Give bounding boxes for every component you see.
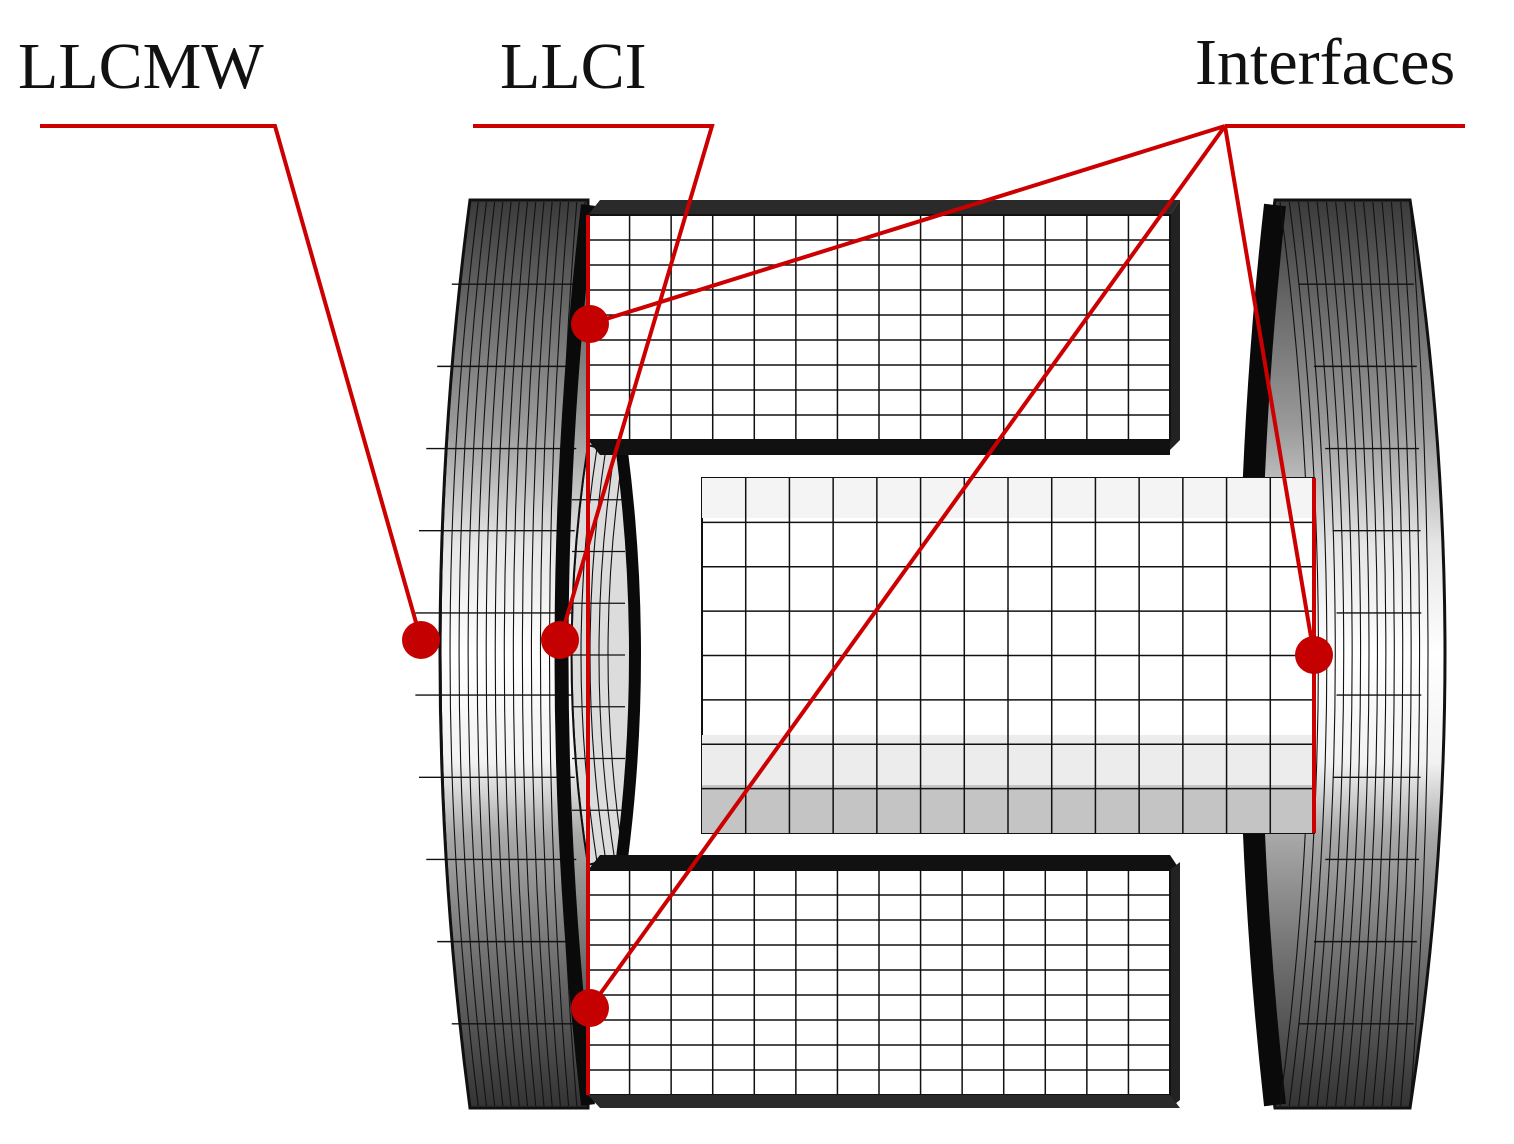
marker-interface-core: [1295, 636, 1333, 674]
leader-llcmw: [40, 124, 423, 641]
mesh-line: [1372, 201, 1395, 1107]
left-ring: [415, 198, 595, 1110]
mesh-line: [1363, 201, 1387, 1107]
bottom-block: [587, 855, 1180, 1108]
mesh-line: [1307, 201, 1336, 1107]
mesh-line: [1335, 201, 1362, 1107]
marker-interface-top: [571, 305, 609, 343]
leader-llci: [473, 124, 715, 641]
mesh-line: [476, 201, 504, 1107]
mesh-line: [1390, 201, 1412, 1107]
mesh-line: [1400, 201, 1421, 1107]
leader-interfaces-bottom-block: [588, 124, 1227, 1010]
leader-interfaces-core: [1223, 125, 1316, 656]
marker-interface-bottom: [571, 989, 609, 1027]
mesh-line: [530, 201, 553, 1107]
mesh-line: [512, 201, 537, 1107]
top-block: [587, 200, 1180, 455]
mesh-line: [467, 201, 496, 1107]
mesh-line: [1409, 201, 1429, 1107]
mesh-line: [521, 201, 545, 1107]
label-llci: LLCI: [500, 30, 647, 103]
core-mesh: [702, 478, 1314, 833]
mesh-line: [503, 201, 529, 1107]
mesh-line: [440, 201, 471, 1107]
bottom-block-mesh: [588, 870, 1170, 1095]
mesh-line: [539, 201, 561, 1107]
marker-llci: [541, 621, 579, 659]
mesh-line: [458, 201, 487, 1107]
leader-lines: [40, 124, 1465, 1010]
inner-ring-dark-edge: [616, 451, 641, 859]
label-llcmw: LLCMW: [18, 30, 264, 103]
top-block-mesh: [588, 215, 1170, 440]
mesh-line: [1381, 201, 1404, 1107]
mesh-line: [1316, 201, 1345, 1107]
label-interfaces: Interfaces: [1195, 26, 1455, 99]
marker-llcmw: [402, 621, 440, 659]
leader-interfaces-top-block: [589, 124, 1226, 326]
mesh-line: [1344, 201, 1370, 1107]
markers: [402, 305, 1333, 1027]
left-inner-ring: [570, 443, 641, 867]
center-core: [701, 477, 1315, 834]
mesh-line: [494, 201, 520, 1107]
mesh-line: [1353, 201, 1378, 1107]
mesh-line: [485, 201, 512, 1107]
mesh-line: [449, 201, 479, 1107]
mesh-line: [1325, 201, 1353, 1107]
